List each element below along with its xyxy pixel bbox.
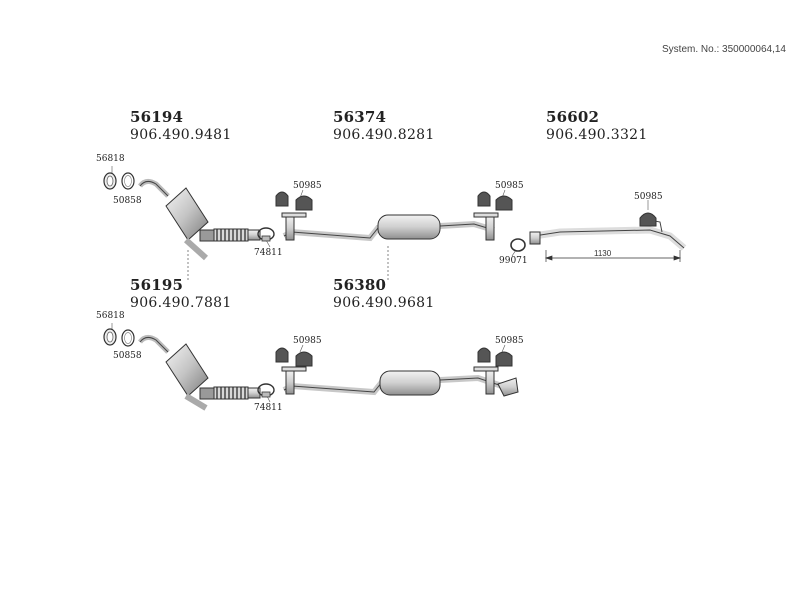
rear-pipe-r1 <box>529 217 687 251</box>
catalytic-converter-r2 <box>138 334 261 411</box>
ring-56818-r1 <box>103 172 135 190</box>
label-hanger-50985: 50985 <box>293 181 322 191</box>
clamp-74811-r1 <box>257 227 275 242</box>
label-ring-56818: 56818 <box>96 311 125 321</box>
hanger-50985-r1c <box>639 212 657 227</box>
label-gasket-50858: 50858 <box>113 196 142 206</box>
middle-silencer-r1 <box>281 212 499 242</box>
label-hanger-50985: 50985 <box>634 192 663 202</box>
hanger-50985-r1a <box>275 191 313 211</box>
label-hanger-50985: 50985 <box>495 181 524 191</box>
dimension-label: 1130 <box>594 249 612 258</box>
hanger-50985-r2b <box>477 347 513 367</box>
system-number: System. No.: 350000064,14 <box>662 44 786 55</box>
label-clamp-74811: 74811 <box>254 403 283 413</box>
clamp-99071-r1 <box>510 238 526 252</box>
hanger-50985-r1b <box>477 191 513 211</box>
middle-silencer-r2 <box>281 366 519 397</box>
dimension-line <box>544 250 682 262</box>
part-number-56374: 56374 <box>333 108 387 126</box>
reference-56374: 906.490.8281 <box>333 127 435 143</box>
label-clamp-99071: 99071 <box>499 256 528 266</box>
label-clamp-74811: 74811 <box>254 248 283 258</box>
part-number-56195: 56195 <box>130 276 184 294</box>
part-number-56194: 56194 <box>130 108 184 126</box>
part-number-56602: 56602 <box>546 108 600 126</box>
label-hanger-50985: 50985 <box>495 336 524 346</box>
hanger-50985-r2a <box>275 347 313 367</box>
part-number-56380: 56380 <box>333 276 387 294</box>
reference-56380: 906.490.9681 <box>333 295 435 311</box>
reference-56602: 906.490.3321 <box>546 127 648 143</box>
label-ring-56818: 56818 <box>96 154 125 164</box>
clamp-74811-r2 <box>257 383 275 398</box>
reference-56194: 906.490.9481 <box>130 127 232 143</box>
catalytic-converter-r1 <box>138 178 261 261</box>
label-gasket-50858: 50858 <box>113 351 142 361</box>
label-hanger-50985: 50985 <box>293 336 322 346</box>
reference-56195: 906.490.7881 <box>130 295 232 311</box>
ring-56818-r2 <box>103 328 135 347</box>
